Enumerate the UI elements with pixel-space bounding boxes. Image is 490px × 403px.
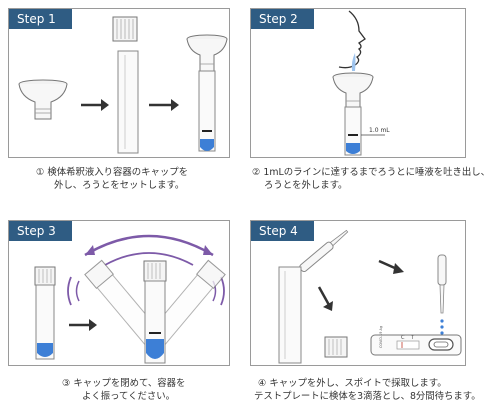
saliva-drop-icon — [351, 53, 356, 71]
arrow-icon — [81, 99, 109, 111]
capped-tube-icon — [34, 266, 56, 360]
step2-caption: ② 1mLのラインに達するまでろうとに唾液を吐き出し、 ろうとを外します。 — [252, 166, 490, 192]
dropper-icon — [437, 254, 447, 335]
tube-icon — [117, 50, 139, 154]
face-profile-icon — [338, 10, 366, 69]
test-device-icon: COVID-19 Ag C T — [370, 326, 462, 356]
step4-panel: Step 4 — [250, 220, 466, 366]
step4-illustration: COVID-19 Ag C T — [278, 229, 462, 364]
dropper-icon — [299, 229, 349, 273]
step3-caption-line2: よく振ってください。 — [82, 391, 175, 402]
step1-caption-line2: 外し、ろうとをセットします。 — [54, 180, 185, 191]
arrow-icon — [69, 319, 97, 331]
step4-caption: ④ キャップを外し、スポイトで採取します。 テストプレートに検体を3滴落とし、8… — [254, 377, 481, 403]
tube-with-funnel-icon — [186, 34, 228, 152]
device-brand-text: COVID-19 Ag — [379, 326, 383, 348]
shaken-tube-icon — [143, 260, 167, 364]
step1-badge: Step 1 — [9, 9, 72, 29]
step2-panel: Step 2 1.0 mL — [250, 8, 466, 158]
step2-caption-line1: ② 1mLのラインに達するまでろうとに唾液を吐き出し、 — [252, 167, 490, 178]
step2-badge: Step 2 — [251, 9, 314, 29]
open-tube-icon — [278, 266, 302, 364]
step2-caption-line2: ろうとを外します。 — [264, 180, 348, 191]
step2-illustration: 1.0 mL — [332, 10, 390, 156]
step3-illustration — [34, 234, 226, 364]
cap-icon — [324, 336, 348, 358]
device-test-label: T — [410, 335, 415, 341]
step1-panel: Step 1 — [8, 8, 230, 158]
step1-illustration — [18, 16, 228, 154]
shake-motion-icon — [67, 234, 225, 306]
step3-caption: ③ キャップを閉めて、容器を よく振ってください。 — [62, 377, 185, 403]
step3-badge: Step 3 — [9, 221, 72, 241]
step4-caption-line2: テストプレートに検体を3滴落とし、8分間待ちます。 — [254, 391, 481, 402]
tube-with-funnel-icon — [332, 72, 374, 156]
arrow-icon — [149, 99, 179, 111]
arrow-icon — [317, 286, 333, 311]
step3-caption-line1: ③ キャップを閉めて、容器を — [62, 378, 186, 389]
cap-icon — [112, 16, 138, 42]
step1-caption: ① 検体希釈液入り容器のキャップを 外し、ろうとをセットします。 — [36, 166, 188, 192]
funnel-icon — [18, 79, 68, 120]
step3-panel: Step 3 — [8, 220, 230, 366]
volume-mark-label: 1.0 mL — [369, 127, 390, 134]
step1-caption-line1: ① 検体希釈液入り容器のキャップを — [36, 167, 189, 178]
step4-badge: Step 4 — [251, 221, 314, 241]
device-control-label: C — [401, 335, 405, 341]
step4-caption-line1: ④ キャップを外し、スポイトで採取します。 — [258, 378, 447, 389]
arrow-icon — [378, 259, 404, 274]
